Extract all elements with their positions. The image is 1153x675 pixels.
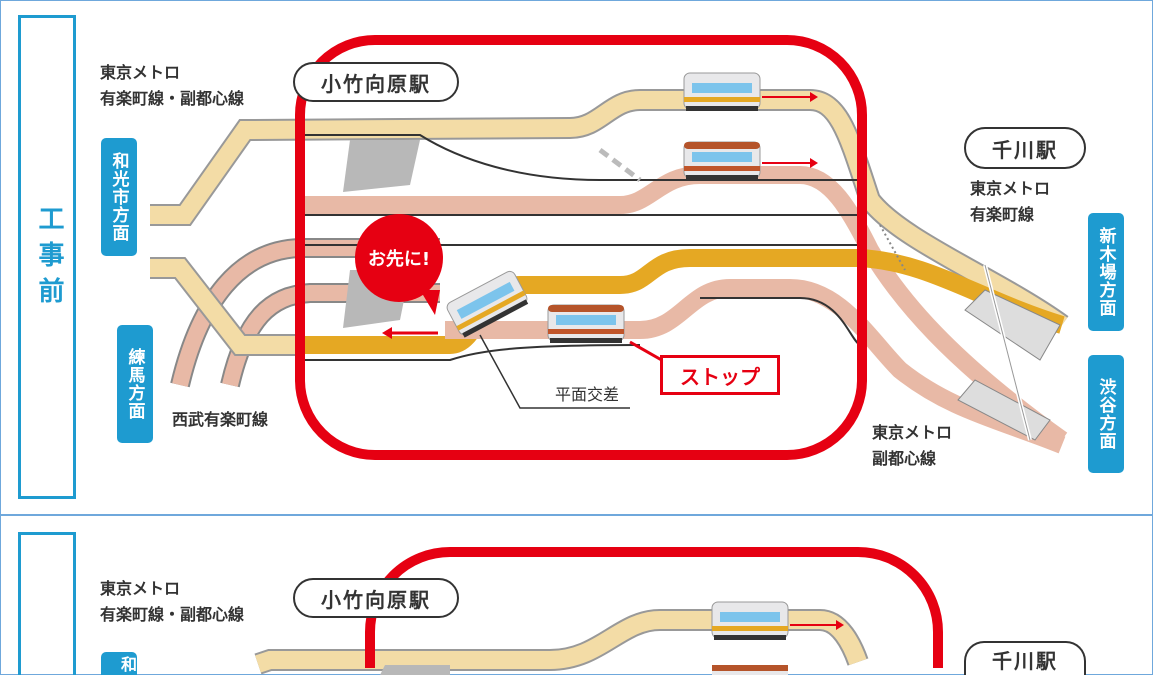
fukutoshin-label: 東京メトロ 副都心線 <box>872 420 952 472</box>
line-label-lines: 有楽町線・副都心線 <box>100 89 245 108</box>
direction-wako: 和光市方面 <box>101 138 137 256</box>
train-yurakucho-outbound <box>683 72 761 112</box>
bubble-tail <box>420 290 440 315</box>
station-senkawa-2: 千川駅 <box>964 641 1086 675</box>
station-senkawa: 千川駅 <box>964 127 1086 169</box>
line-label: 東京メトロ 有楽町線・副都心線 <box>100 60 244 112</box>
senkawa-line-operator: 東京メトロ <box>970 179 1051 198</box>
senkawa-line-name: 有楽町線 <box>970 205 1035 224</box>
phase-box-after <box>18 532 76 675</box>
platform-upper-left <box>343 140 420 192</box>
line-label-lines-2: 有楽町線・副都心線 <box>100 605 245 624</box>
stop-callout: ストップ <box>660 355 780 395</box>
fukutoshin-name: 副都心線 <box>872 449 937 468</box>
seibu-label: 西武有楽町線 <box>172 410 269 429</box>
line-label-2: 東京メトロ 有楽町線・副都心線 <box>100 576 244 628</box>
station-kotake-mukaihara: 小竹向原駅 <box>293 62 459 102</box>
track-fukutoshin-lower <box>445 279 1066 454</box>
direction-shibuya: 渋谷方面 <box>1088 355 1124 473</box>
go-first-bubble: お先に! <box>355 214 443 302</box>
panel-divider <box>0 514 1153 516</box>
crossing-pointer <box>479 334 630 409</box>
fukutoshin-operator: 東京メトロ <box>872 423 953 442</box>
train-fukutoshin-stopped <box>547 304 625 344</box>
direction-wako-2: 和 <box>101 652 137 675</box>
crossing-label: 平面交差 <box>555 385 620 404</box>
senkawa-line-label: 東京メトロ 有楽町線 <box>970 176 1050 228</box>
line-label-operator: 東京メトロ <box>100 63 181 82</box>
train-fukutoshin-outbound <box>683 141 761 181</box>
platform-senkawa-a <box>964 289 1061 361</box>
phase-box-before <box>18 15 76 499</box>
train-fukutoshin-2 <box>712 665 788 675</box>
station-area-outline <box>295 35 867 460</box>
direction-shinkiba: 新木場方面 <box>1088 213 1124 331</box>
panel1-tracks <box>150 35 1069 460</box>
train-yurakucho-outbound-2 <box>711 601 789 641</box>
station-kotake-mukaihara-2: 小竹向原駅 <box>293 578 459 618</box>
phase-label: 工事前 <box>34 205 64 313</box>
direction-nerima: 練馬方面 <box>117 325 153 443</box>
line-label-operator-2: 東京メトロ <box>100 579 181 598</box>
